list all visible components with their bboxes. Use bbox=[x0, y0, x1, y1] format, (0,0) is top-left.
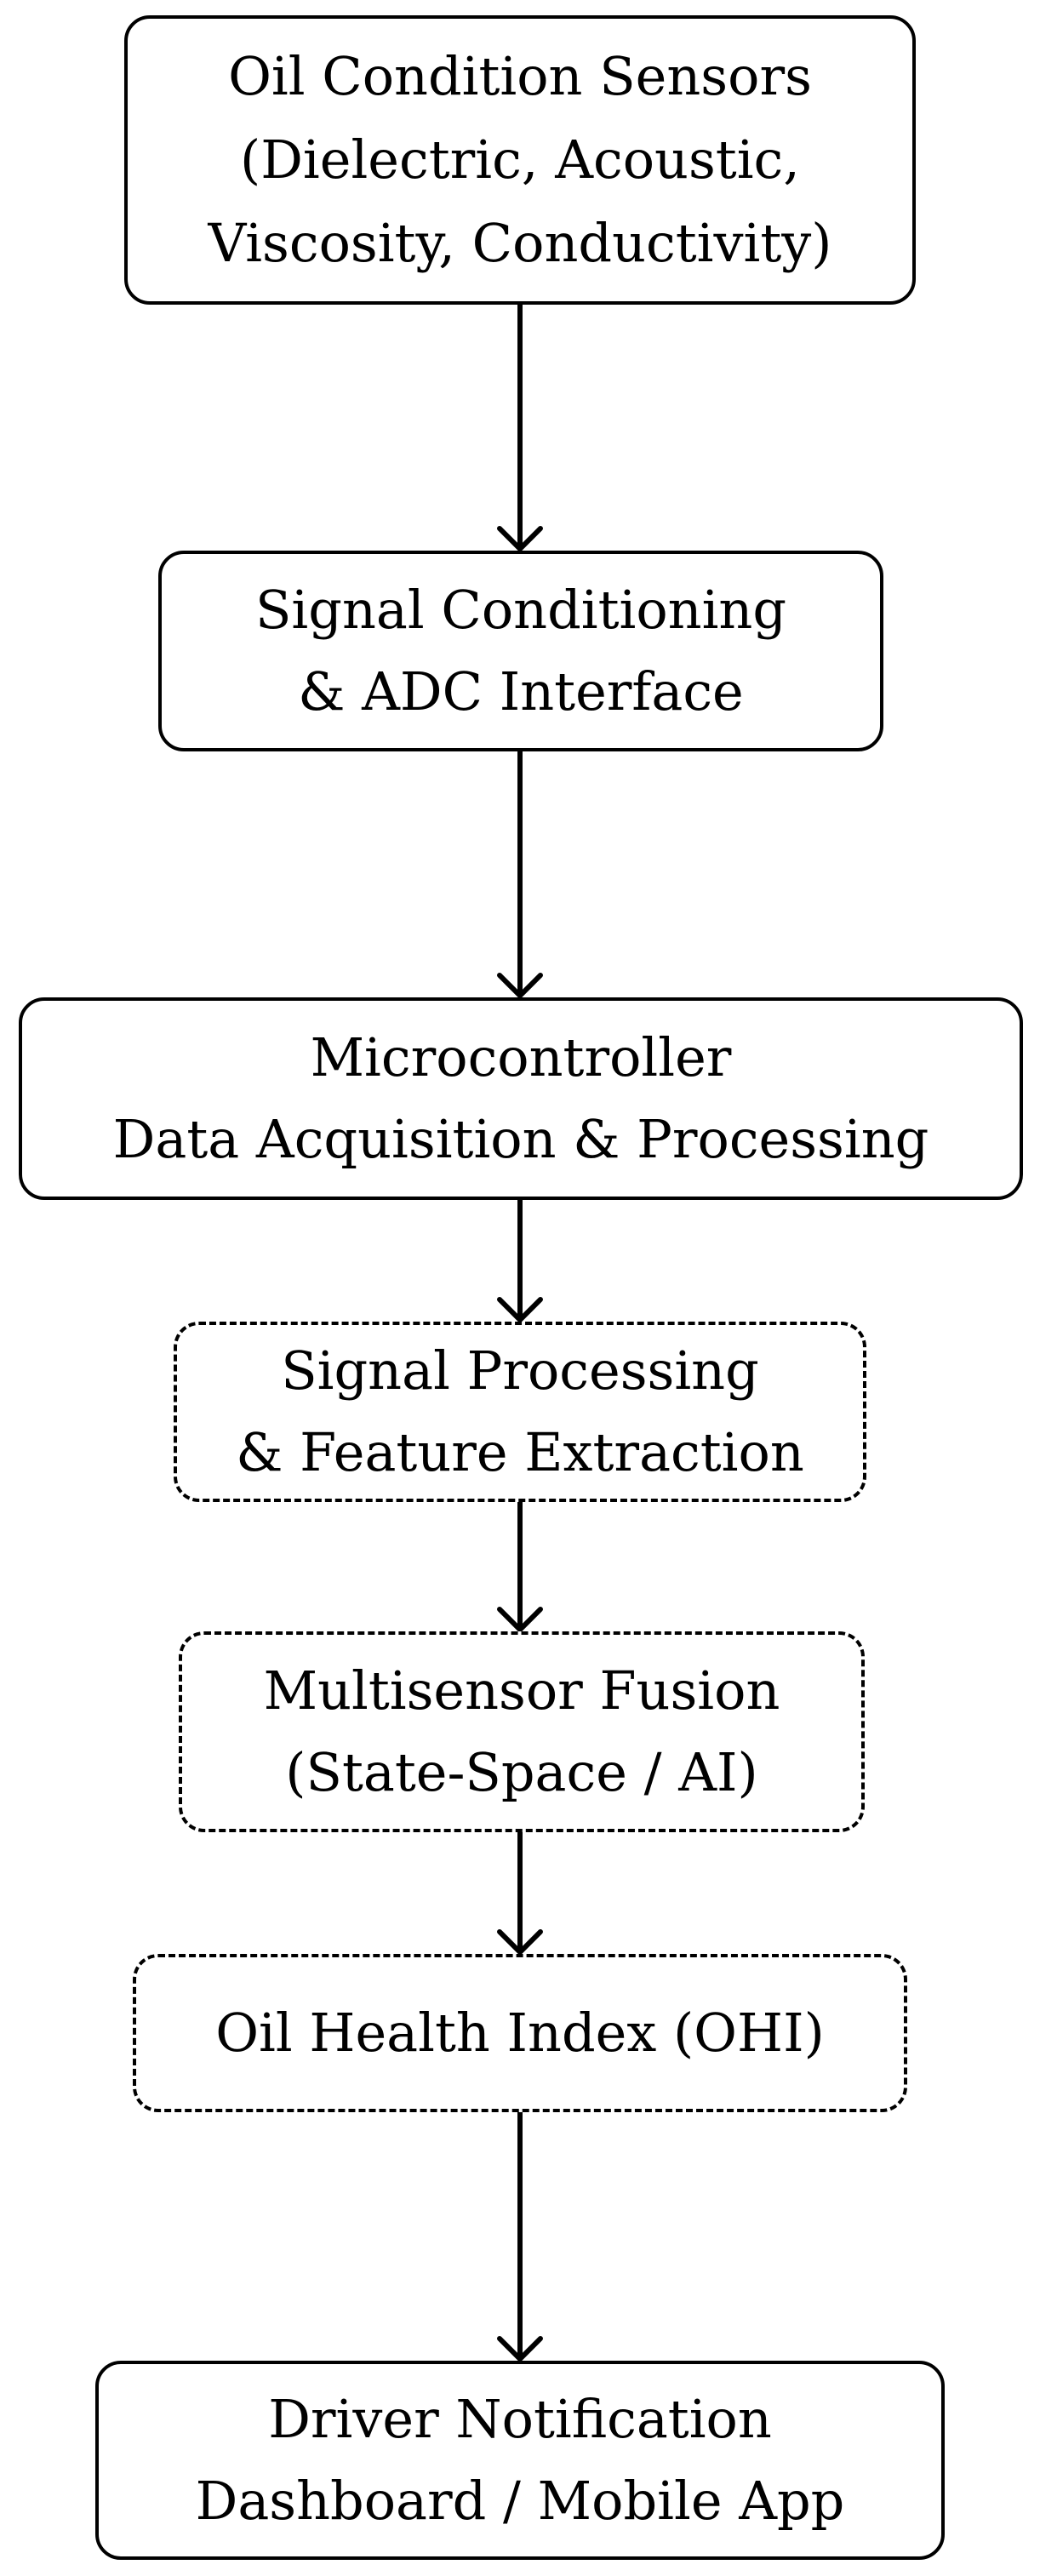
node-sensors-line-1: Oil Condition Sensors bbox=[228, 45, 812, 107]
node-sensors-line-3: Viscosity, Conductivity) bbox=[208, 212, 832, 274]
arrow-oil-health-index-to-driver-notification bbox=[497, 2112, 543, 2363]
node-sensors-line-2: (Dielectric, Acoustic, bbox=[240, 129, 800, 191]
node-oil-health-index-line-1: Oil Health Index (OHI) bbox=[215, 2002, 825, 2064]
node-microcontroller: Microcontroller Data Acquisition & Proce… bbox=[19, 997, 1023, 1200]
node-driver-notification-line-2: Dashboard / Mobile App bbox=[195, 2470, 845, 2532]
node-microcontroller-line-2: Data Acquisition & Processing bbox=[112, 1108, 929, 1170]
node-multisensor-fusion: Multisensor Fusion (State-Space / AI) bbox=[179, 1631, 865, 1832]
arrow-multisensor-fusion-to-oil-health-index bbox=[497, 1832, 543, 1956]
node-signal-conditioning-line-2: & ADC Interface bbox=[298, 660, 744, 723]
node-signal-processing-line-1: Signal Processing bbox=[281, 1339, 759, 1402]
node-multisensor-fusion-line-1: Multisensor Fusion bbox=[263, 1659, 780, 1722]
arrow-head bbox=[497, 1929, 543, 1956]
arrow-head bbox=[497, 973, 543, 1000]
node-microcontroller-line-1: Microcontroller bbox=[310, 1026, 732, 1088]
node-signal-conditioning-line-1: Signal Conditioning bbox=[254, 579, 787, 641]
node-driver-notification: Driver Notification Dashboard / Mobile A… bbox=[95, 2361, 945, 2560]
arrow-head bbox=[497, 1297, 543, 1324]
node-oil-health-index: Oil Health Index (OHI) bbox=[133, 1954, 907, 2112]
arrow-sensors-to-signal-conditioning bbox=[497, 305, 543, 553]
arrow-microcontroller-to-signal-processing bbox=[497, 1200, 543, 1324]
arrow-signal-conditioning-to-microcontroller bbox=[497, 751, 543, 1000]
arrow-signal-processing-to-multisensor-fusion bbox=[497, 1502, 543, 1634]
node-signal-conditioning: Signal Conditioning & ADC Interface bbox=[158, 551, 883, 751]
arrow-head bbox=[497, 526, 543, 553]
node-driver-notification-line-1: Driver Notification bbox=[268, 2388, 772, 2450]
arrow-head bbox=[497, 1607, 543, 1634]
node-signal-processing: Signal Processing & Feature Extraction bbox=[174, 1322, 866, 1502]
node-multisensor-fusion-line-2: (State-Space / AI) bbox=[285, 1741, 758, 1803]
node-sensors: Oil Condition Sensors (Dielectric, Acous… bbox=[124, 15, 916, 305]
arrow-head bbox=[497, 2336, 543, 2363]
node-signal-processing-line-2: & Feature Extraction bbox=[236, 1421, 804, 1483]
